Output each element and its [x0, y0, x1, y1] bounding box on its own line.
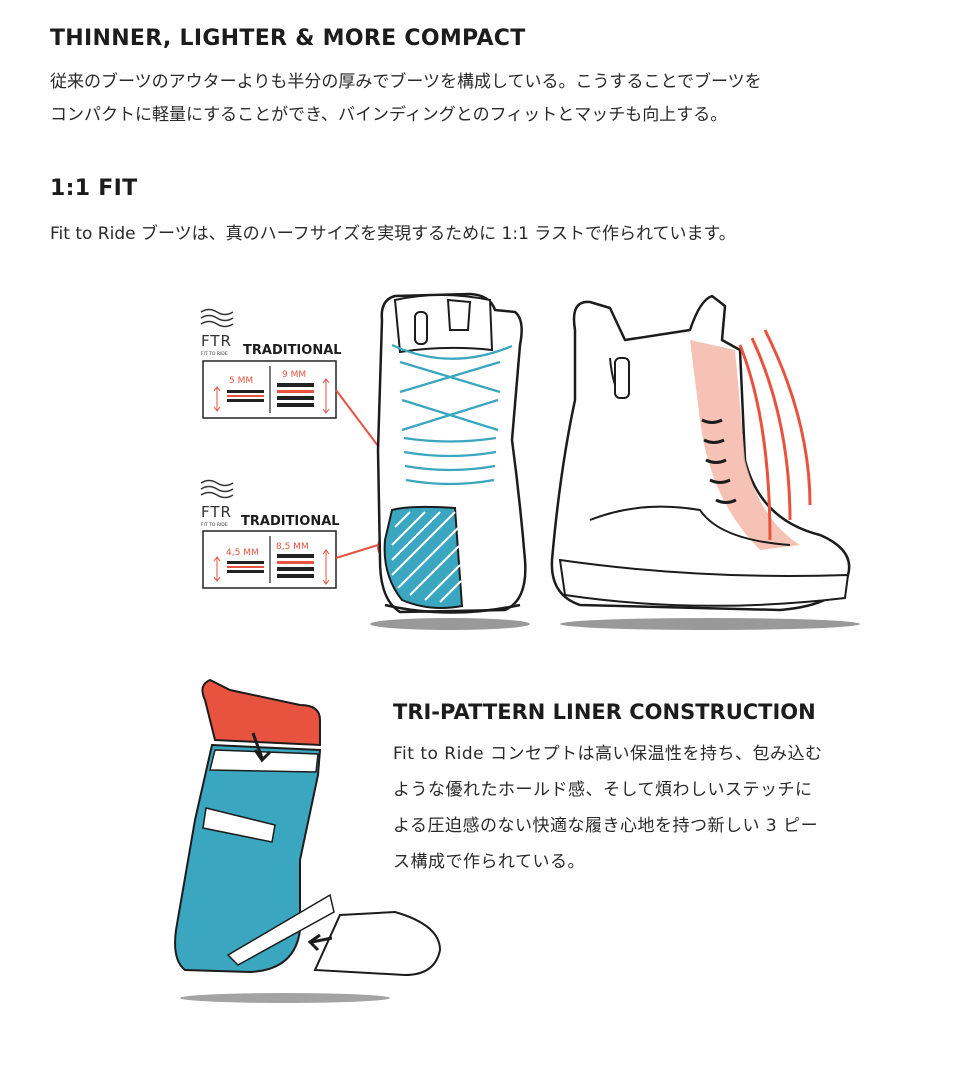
body-line: コンパクトに軽量にすることができ、バインディングとのフィットとマッチも向上する。: [50, 105, 728, 125]
ftr-thickness-label: 4,5 MM: [226, 548, 259, 558]
ftr-logo-text: FTR: [201, 503, 232, 521]
traditional-thickness-label: 8,5 MM: [276, 542, 309, 552]
body-line: ス構成で作られている。: [393, 852, 585, 872]
comparison-top: FTR FIT TO RIDE TRADITIONAL 5 MM 9 MM: [200, 308, 342, 419]
section-body-liner: Fit to Ride コンセプトは高い保温性を持ち、包み込む ような優れたホー…: [393, 736, 873, 880]
boot-front-illustration: [370, 292, 530, 630]
ftr-logo-sub: FIT TO RIDE: [201, 522, 228, 528]
ftr-logo-icon: FTR FIT TO RIDE: [200, 308, 234, 357]
body-line: 従来のブーツのアウターよりも半分の厚みでブーツを構成している。こうすることでブー…: [50, 72, 762, 92]
section-title-fit: 1:1 FIT: [50, 176, 138, 201]
section-title-liner: TRI-PATTERN LINER CONSTRUCTION: [393, 700, 816, 724]
body-line: Fit to Ride コンセプトは高い保温性を持ち、包み込む: [393, 744, 823, 764]
section-body-fit: Fit to Ride ブーツは、真のハーフサイズを実現するために 1:1 ラス…: [50, 224, 736, 244]
liner-illustration: [174, 678, 442, 1003]
comparison-heading: TRADITIONAL: [241, 514, 340, 529]
section-title-compact: THINNER, LIGHTER & MORE COMPACT: [50, 26, 526, 51]
ftr-logo-text: FTR: [201, 332, 232, 350]
ftr-logo-icon: FTR FIT TO RIDE: [200, 479, 234, 528]
ftr-thickness-label: 5 MM: [229, 376, 253, 386]
comparison-bottom: FTR FIT TO RIDE TRADITIONAL 4,5 MM 8,5 M…: [200, 479, 340, 589]
traditional-thickness-label: 9 MM: [282, 370, 306, 380]
ftr-logo-sub: FIT TO RIDE: [201, 351, 228, 357]
boot-side-illustration: [550, 294, 860, 630]
body-line: ような優れたホールド感、そして煩わしいステッチに: [393, 780, 813, 800]
body-line: よる圧迫感のない快適な履き心地を持つ新しい 3 ピー: [393, 816, 819, 836]
section-body-compact: 従来のブーツのアウターよりも半分の厚みでブーツを構成している。こうすることでブー…: [50, 66, 930, 132]
comparison-heading: TRADITIONAL: [243, 343, 342, 358]
